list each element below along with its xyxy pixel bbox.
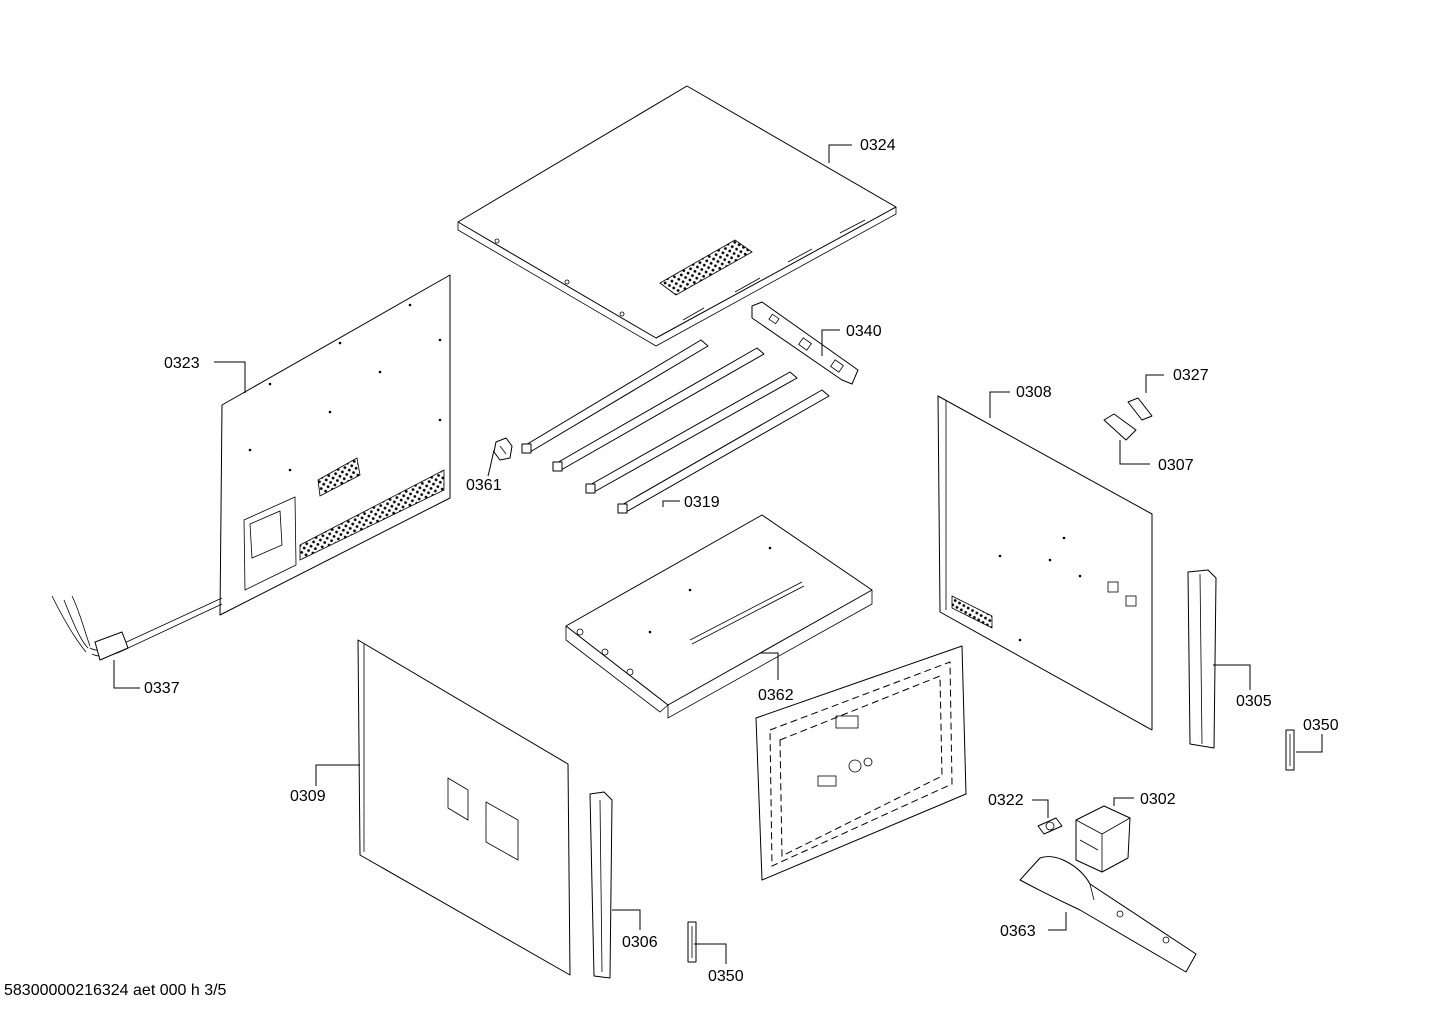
sticker-part (1103, 413, 1137, 441)
callout-0319: 0319 (684, 494, 720, 511)
heater-elements-part (521, 339, 830, 514)
right-panel-vent (951, 595, 993, 629)
right-front-profile-part (1187, 569, 1217, 749)
callout-0362: 0362 (758, 687, 794, 704)
drawing-id-footer: 58300000216324 aet 000 h 3/5 (4, 982, 227, 999)
callout-0305: 0305 (1236, 693, 1272, 710)
callout-0309: 0309 (290, 788, 326, 805)
callout-0350-bottom: 0350 (708, 968, 744, 985)
left-panel-vent-lower (299, 469, 445, 561)
clip-0350-bottom-part (687, 921, 697, 963)
callout-0350-right: 0350 (1303, 717, 1339, 734)
fan-duct-part (1019, 856, 1197, 973)
bottom-panel-part (565, 514, 873, 719)
right-side-panel-part (937, 395, 1153, 731)
thermostat-part (1037, 817, 1063, 835)
callout-0323: 0323 (164, 355, 200, 372)
transformer-part (1075, 805, 1131, 873)
left-side-panel-part (219, 274, 451, 616)
power-cord-part (51, 595, 223, 661)
door-frame-part (755, 645, 967, 881)
left-front-panel-part (357, 639, 571, 976)
top-cover-vent (659, 239, 753, 296)
top-cover-part (457, 85, 897, 347)
callout-0361: 0361 (466, 477, 502, 494)
callout-0363: 0363 (1000, 923, 1036, 940)
left-panel-vent-upper (317, 457, 361, 497)
callout-0307: 0307 (1158, 457, 1194, 474)
callout-0322: 0322 (988, 792, 1024, 809)
callout-labels: 0324 0340 0323 0361 0319 0308 0327 0307 … (144, 137, 1339, 985)
callout-0327: 0327 (1173, 367, 1209, 384)
callout-0337: 0337 (144, 680, 180, 697)
callout-0302: 0302 (1140, 791, 1176, 808)
callout-0324: 0324 (860, 137, 896, 154)
clip-part (493, 437, 513, 461)
callout-0308: 0308 (1016, 384, 1052, 401)
left-front-profile-part (589, 791, 613, 979)
callout-0306: 0306 (622, 934, 658, 951)
leader-lines (113, 144, 1323, 964)
cover-plate-part (1127, 397, 1153, 421)
clip-0350-right-part (1285, 729, 1295, 771)
callout-0340: 0340 (846, 323, 882, 340)
heater-bracket-part (751, 301, 859, 385)
